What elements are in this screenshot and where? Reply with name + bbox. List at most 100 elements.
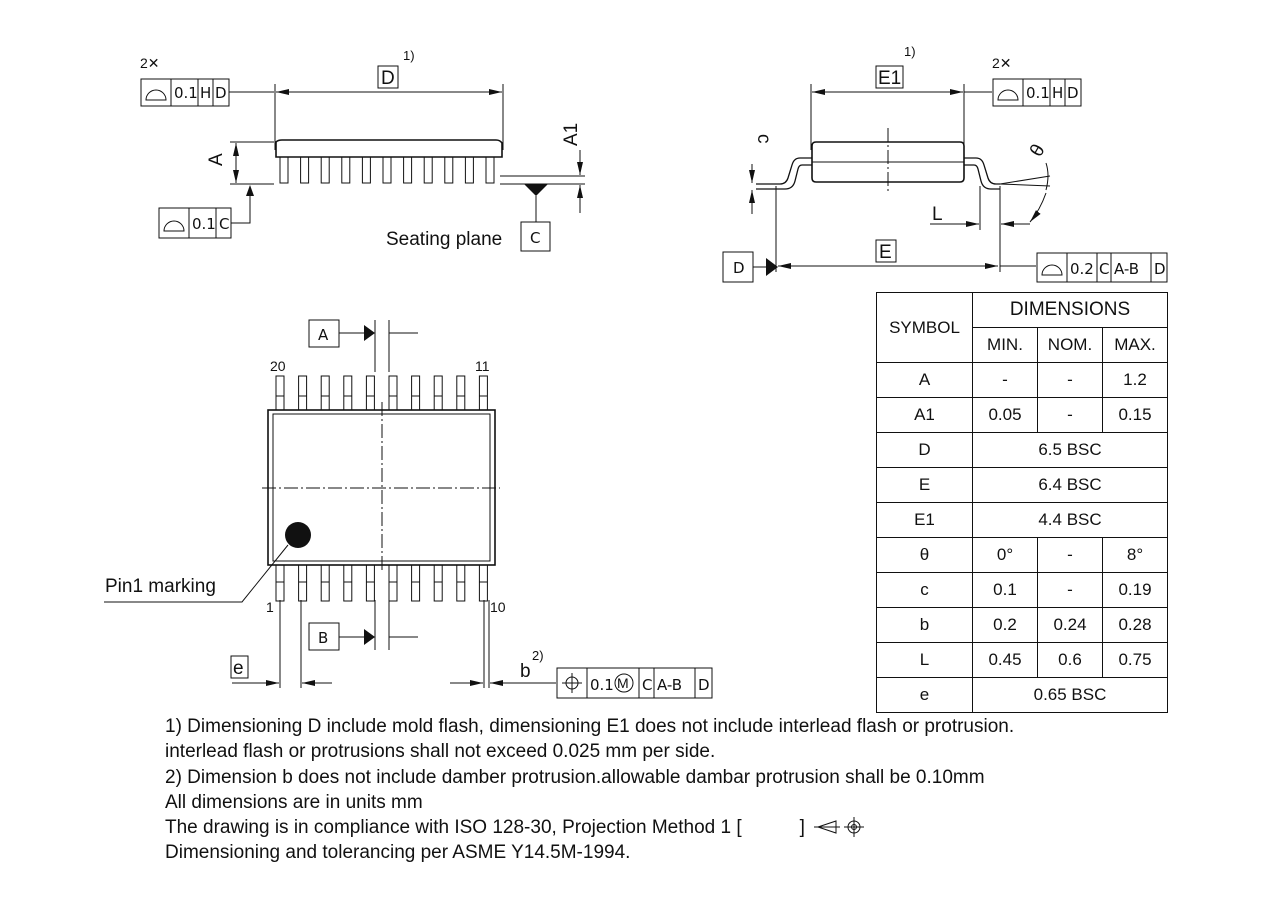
note-line: Dimensioning and tolerancing per ASME Y1…: [165, 842, 631, 864]
lead: [464, 156, 474, 184]
fcf-datum: D: [1067, 84, 1079, 102]
side-fcf-left: 0.1 C: [158, 207, 232, 239]
row-min: 0.1: [972, 572, 1038, 608]
dim-A-label: A: [206, 153, 227, 166]
row-nom: -: [1037, 572, 1103, 608]
lead: [403, 156, 413, 184]
note-projection-text: The drawing is in compliance with ISO 12…: [165, 817, 742, 839]
row-symbol: A: [876, 362, 973, 398]
datum-C: C: [530, 229, 540, 247]
row-max: 1.2: [1102, 362, 1168, 398]
row-value: 6.4 BSC: [972, 467, 1168, 503]
table-row: E 6.4 BSC: [876, 467, 1168, 503]
end-multiplier: 2✕: [992, 55, 1012, 71]
surface-profile-icon: [145, 89, 167, 101]
lead: [341, 156, 351, 184]
package-body-side: [275, 139, 503, 158]
side-view: 2✕ 0.1 H D D 1) A A1: [140, 48, 585, 252]
top-view: A 20 11 1 10 Pin1 marking B e: [104, 319, 713, 699]
lead: [275, 564, 285, 602]
end-view: 2✕ E1 1) 0.1 H D c θ: [722, 44, 1168, 283]
row-value: 6.5 BSC: [972, 432, 1168, 468]
table-row: θ 0° - 8°: [876, 537, 1168, 573]
surface-profile-icon: [1041, 264, 1063, 276]
svg-text:M: M: [617, 675, 629, 691]
fcf-datum: C: [219, 215, 229, 233]
lead: [320, 375, 330, 411]
lead: [478, 564, 488, 602]
table-row: A - - 1.2: [876, 362, 1168, 398]
lead: [456, 375, 466, 411]
table-row: E1 4.4 BSC: [876, 502, 1168, 538]
pin-20-label: 20: [270, 358, 286, 374]
row-symbol: A1: [876, 397, 973, 433]
row-nom: -: [1037, 537, 1103, 573]
dim-b-label: b: [520, 661, 531, 682]
fcf-datum: D: [1154, 260, 1166, 278]
row-max: 0.75: [1102, 642, 1168, 678]
table-row: e 0.65 BSC: [876, 677, 1168, 713]
col-header-min: MIN.: [972, 327, 1038, 363]
fcf-datum: C: [1099, 260, 1109, 278]
lead: [478, 375, 488, 411]
lead: [300, 156, 310, 184]
note-ref: 1): [403, 48, 415, 63]
lead: [343, 375, 353, 411]
lead: [361, 156, 371, 184]
fcf-datum: D: [698, 676, 710, 694]
lead: [388, 375, 398, 411]
lead: [411, 375, 421, 411]
lead: [275, 375, 285, 411]
row-min: 0.2: [972, 607, 1038, 643]
fcf-datum: A-B: [657, 676, 682, 694]
row-value: 4.4 BSC: [972, 502, 1168, 538]
row-nom: -: [1037, 397, 1103, 433]
lead: [279, 156, 289, 184]
row-nom: 0.6: [1037, 642, 1103, 678]
note-line: 1) Dimensioning D include mold flash, di…: [165, 716, 1015, 737]
row-symbol: b: [876, 607, 973, 643]
side-multiplier: 2✕: [140, 55, 160, 71]
lead: [365, 564, 375, 602]
table-row: D 6.5 BSC: [876, 432, 1168, 468]
table-row: A1 0.05 - 0.15: [876, 397, 1168, 433]
note-line: interlead flash or protrusions shall not…: [165, 741, 716, 763]
fcf-datum: D: [215, 84, 227, 102]
fcf-tolerance: 0.1: [590, 676, 614, 694]
pin-10-label: 10: [490, 599, 506, 615]
row-min: 0°: [972, 537, 1038, 573]
datum-A: A: [318, 326, 329, 344]
lead: [444, 156, 454, 184]
row-max: 0.19: [1102, 572, 1168, 608]
seating-plane-label: Seating plane: [386, 229, 502, 250]
row-symbol: L: [876, 642, 973, 678]
note-line: All dimensions are in units mm: [165, 791, 423, 813]
lead-right: [964, 157, 1000, 185]
col-header-max: MAX.: [1102, 327, 1168, 363]
fcf-tolerance: 0.1: [192, 215, 216, 233]
row-max: 0.15: [1102, 397, 1168, 433]
theta-label: θ: [1026, 141, 1049, 161]
lead: [423, 156, 433, 184]
dimensions-header: DIMENSIONS: [972, 292, 1168, 328]
lead: [298, 375, 308, 411]
row-symbol: e: [876, 677, 973, 713]
fcf-tolerance: 0.1: [1026, 84, 1050, 102]
row-min: 0.45: [972, 642, 1038, 678]
fcf-tolerance: 0.2: [1070, 260, 1094, 278]
dim-L-label: L: [932, 204, 943, 225]
lead-left: [756, 157, 812, 185]
table-row: b 0.2 0.24 0.28: [876, 607, 1168, 643]
fcf-datum: C: [642, 676, 652, 694]
projection-method-icon: [814, 817, 864, 837]
pin-11-label: 11: [475, 358, 490, 374]
lead: [320, 564, 330, 602]
row-min: 0.05: [972, 397, 1038, 433]
lead: [433, 564, 443, 602]
lead: [365, 375, 375, 411]
note-projection-close: ]: [799, 817, 805, 839]
row-value: 0.65 BSC: [972, 677, 1168, 713]
datum-B: B: [318, 629, 328, 647]
row-symbol: E1: [876, 502, 973, 538]
